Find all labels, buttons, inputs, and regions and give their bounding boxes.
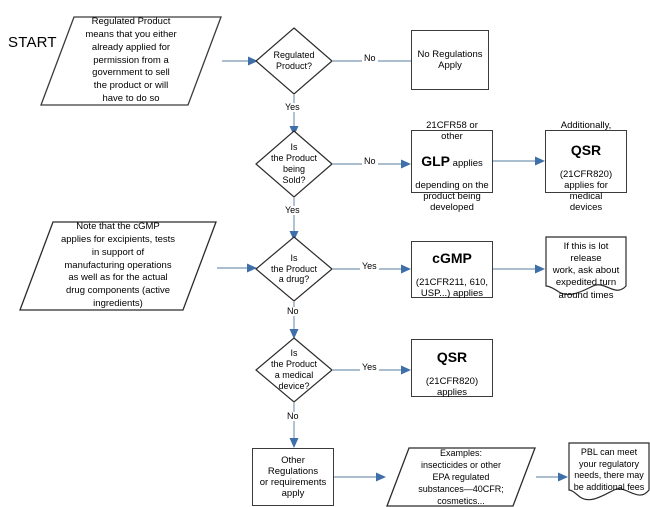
box-qsr-additional: Additionally, QSR (21CFR820) applies for… <box>545 120 627 213</box>
edge-label-medical-device-no: No <box>285 411 301 421</box>
document-shape <box>568 442 650 501</box>
box-qsr-additional-rest: (21CFR820) applies for medical devices <box>559 168 613 214</box>
edge-label-medical-device-yes: Yes <box>360 362 379 372</box>
examples-parallelogram: Examples: insecticides or other EPA regu… <box>386 447 536 507</box>
connector-note-to-decision-regulated <box>222 56 258 66</box>
edge-label-being-sold-yes: Yes <box>283 205 302 215</box>
edge-label-regulated-yes: Yes <box>283 102 302 112</box>
box-glp-line1: 21CFR58 or other <box>426 119 478 143</box>
box-cgmp: cGMP (21CFR211, 610, USP...) applies <box>411 241 493 300</box>
parallelogram-shape <box>19 221 217 311</box>
parallelogram-shape <box>386 447 536 507</box>
box-no-regulations: No Regulations Apply <box>411 30 489 90</box>
note-regulated-product-text: Regulated Product means that you either … <box>85 16 177 105</box>
box-glp-emphasis: GLP <box>421 152 451 169</box>
decision-is-drug: Is the Product a drug? <box>255 236 333 302</box>
examples-parallelogram-text: Examples: insecticides or other EPA regu… <box>418 447 504 507</box>
diamond-shape <box>255 337 333 403</box>
decision-regulated-product: Regulated Product? <box>255 27 333 95</box>
decision-being-sold: Is the Product being Sold? <box>255 130 333 198</box>
doc-pbl-text: PBL can meet your regulatory needs, ther… <box>573 447 645 492</box>
box-qsr-additional-emphasis: QSR <box>570 141 602 158</box>
box-qsr: QSR (21CFR820) applies <box>411 339 493 398</box>
parallelogram-shape <box>40 16 222 106</box>
connector-medical-device-no <box>289 403 299 448</box>
note-cgmp: Note that the cGMP applies for excipient… <box>19 221 217 311</box>
doc-pbl: PBL can meet your regulatory needs, ther… <box>568 442 650 504</box>
box-cgmp-emphasis: cGMP <box>432 250 472 267</box>
edge-label-regulated-no: No <box>362 53 378 63</box>
box-qsr-additional-line1: Additionally, <box>560 119 612 131</box>
edge-label-is-drug-no: No <box>285 306 301 316</box>
diamond-shape <box>255 27 333 95</box>
document-shape <box>545 236 627 296</box>
doc-lot-release-text: If this is lot release work, ask about e… <box>552 241 620 301</box>
diamond-shape <box>255 236 333 302</box>
box-other-regulations: Other Regulations or requirements apply <box>252 448 334 506</box>
decision-medical-device: Is the Product a medical device? <box>255 337 333 403</box>
note-cgmp-text: Note that the cGMP applies for excipient… <box>60 221 176 310</box>
box-no-regulations-text: No Regulations Apply <box>417 48 483 71</box>
edge-label-is-drug-yes: Yes <box>360 261 379 271</box>
decision-regulated-product-text: Regulated Product? <box>273 50 315 71</box>
decision-medical-device-text: Is the Product a medical device? <box>270 348 318 391</box>
decision-is-drug-text: Is the Product a drug? <box>270 252 318 285</box>
box-glp-after: applies <box>450 157 483 169</box>
box-qsr-rest: (21CFR820) applies <box>425 375 479 398</box>
connector-other-to-examples <box>334 472 386 482</box>
box-glp: 21CFR58 or other GLP applies depending o… <box>411 120 493 213</box>
connector-cgmp-to-doc <box>493 264 545 274</box>
box-other-regulations-text: Other Regulations or requirements apply <box>259 454 327 500</box>
start-label: START <box>8 34 57 51</box>
connector-note-cgmp-to-decision-drug <box>217 263 257 273</box>
diamond-shape <box>255 130 333 198</box>
box-glp-rest: depending on the product being developed <box>415 180 489 214</box>
note-regulated-product: Regulated Product means that you either … <box>40 16 222 106</box>
edge-label-being-sold-no: No <box>362 156 378 166</box>
connector-examples-to-pbl <box>536 472 568 482</box>
box-qsr-emphasis: QSR <box>436 348 468 365</box>
decision-being-sold-text: Is the Product being Sold? <box>270 142 318 185</box>
box-cgmp-rest: (21CFR211, 610, USP...) applies <box>415 277 489 300</box>
connector-glp-to-qsr <box>493 156 545 166</box>
doc-lot-release: If this is lot release work, ask about e… <box>545 236 627 301</box>
